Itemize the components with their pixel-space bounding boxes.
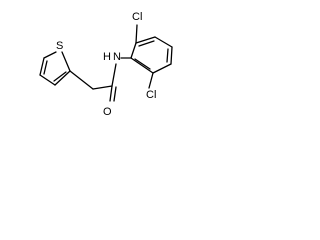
ring-double-bond-3: [134, 58, 151, 70]
thiophene-bond-s-c2: [61, 51, 71, 72]
ring-double-bond-2: [166, 48, 169, 63]
bond-c6-cl: [148, 72, 154, 89]
ring-double-bond-1: [138, 40, 155, 47]
ring-bond-c3-c4: [154, 36, 173, 48]
ring-bond-c5-c6: [152, 63, 172, 74]
thiophene-bond-c2-c3: [54, 70, 71, 86]
bond-carbonyl-o-double: [113, 86, 117, 102]
thiophene-bond-c5-s: [43, 51, 57, 59]
thiophene-double-bond-1: [53, 71, 67, 82]
nitrogen-hydrogen-label: H: [103, 51, 111, 63]
bond-carbonyl-ch2: [92, 85, 113, 90]
oxygen-label: O: [103, 106, 112, 118]
thiophene-bond-c4-c5: [39, 57, 45, 76]
bond-ch2-thiophene: [69, 70, 94, 90]
ring-bond-c6-c1: [130, 57, 154, 74]
bond-n-carbonyl: [111, 63, 117, 87]
ring-bond-c1-c2: [130, 42, 137, 59]
thiophene-bond-c3-c4: [39, 74, 56, 86]
bond-carbonyl-o: [109, 85, 113, 102]
chlorine-bottom-label: Cl: [146, 89, 156, 101]
thiophene-double-bond-2: [43, 60, 48, 75]
nitrogen-label: N: [113, 51, 121, 63]
chemical-structure: Cl Cl N H O S: [39, 11, 173, 118]
bond-c2-cl: [135, 24, 138, 44]
thiophene-ring: [39, 51, 71, 86]
ring-bond-c2-c3: [135, 36, 156, 44]
sulfur-label: S: [56, 40, 63, 52]
ring-bond-c4-c5: [170, 46, 173, 65]
dichlorophenyl-ring: [130, 36, 173, 74]
chlorine-top-label: Cl: [132, 11, 142, 23]
